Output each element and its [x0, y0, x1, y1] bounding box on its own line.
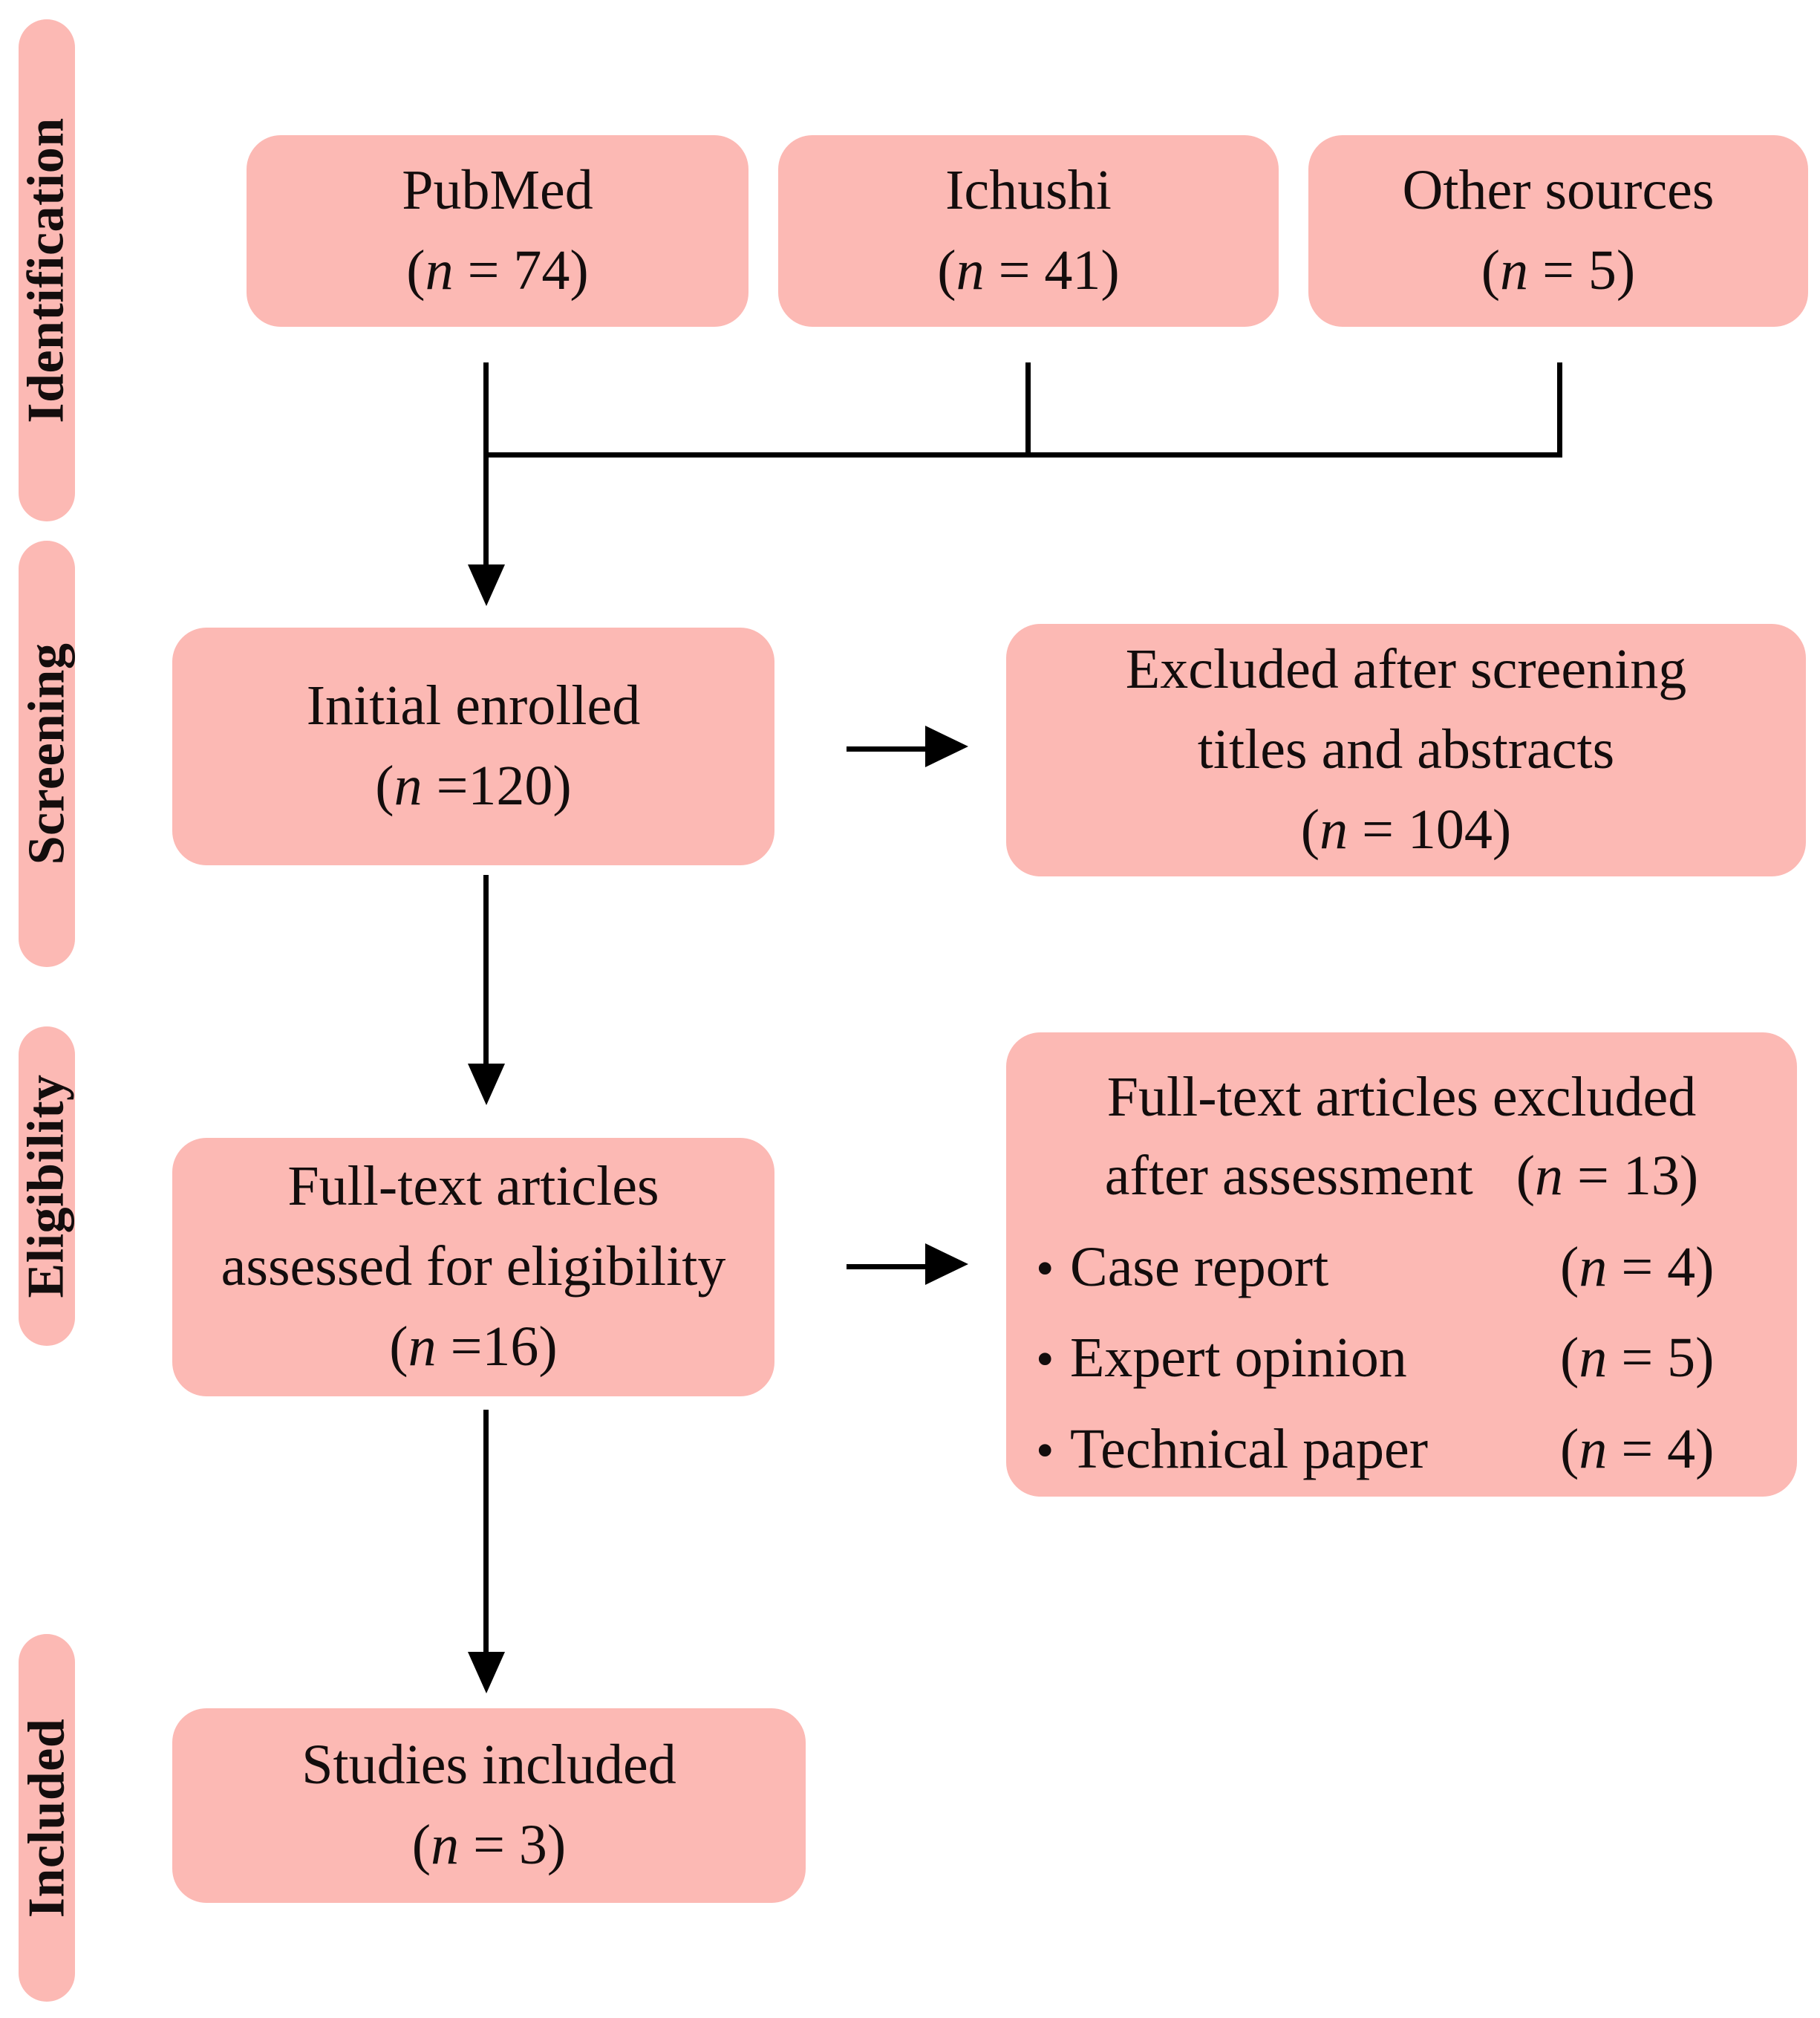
fulltext-excluded-line2-row: after assessment (n = 13): [1036, 1136, 1767, 1215]
excluded-reason-item: • Technical paper (n = 4): [1036, 1410, 1767, 1488]
bullet-icon: •: [1036, 1240, 1054, 1298]
connector-stub-pubmed: [483, 362, 489, 458]
connector-stub-ichushi: [1025, 362, 1031, 458]
excluded-reason-item: • Expert opinion (n = 5): [1036, 1318, 1767, 1397]
source-pubmed-count: (n = 74): [406, 239, 589, 302]
bullet-icon: •: [1036, 1422, 1054, 1480]
fulltext-excluded-heading: Full-text articles excluded after assess…: [1036, 1058, 1767, 1216]
fulltext-assessed-count: (n =16): [389, 1315, 558, 1378]
source-box-ichushi: Ichushi (n = 41): [778, 135, 1279, 327]
excluded-reason-count: (n = 4): [1560, 1235, 1715, 1298]
fulltext-assessed-line1: Full-text articles: [287, 1155, 659, 1218]
arrow-screening-to-eligibility: [468, 1064, 505, 1105]
excluded-reason-label: Technical paper: [1070, 1417, 1429, 1480]
excluded-screening-count: (n = 104): [1300, 798, 1512, 861]
stage-label-identification: Identification: [18, 19, 76, 521]
studies-included-label: Studies included: [301, 1734, 676, 1797]
arrow-eligibility-to-included: [468, 1652, 505, 1693]
studies-included-count: (n = 3): [411, 1814, 567, 1876]
stage-label-identification-text: Identification: [18, 117, 76, 423]
source-other-count: (n = 5): [1481, 239, 1636, 302]
fulltext-excluded-line1: Full-text articles excluded: [1106, 1066, 1697, 1128]
stage-label-included: Included: [18, 1634, 75, 2002]
stage-label-eligibility: Eligibility: [18, 1026, 75, 1346]
stage-label-eligibility-text: Eligibility: [18, 1074, 75, 1298]
stage-label-included-text: Included: [18, 1718, 75, 1918]
excluded-reason-label: Case report: [1070, 1235, 1329, 1298]
arrow-identification-to-screening: [468, 564, 505, 606]
source-box-pubmed: PubMed (n = 74): [247, 135, 748, 327]
source-ichushi-name: Ichushi: [945, 159, 1112, 222]
box-initial-enrolled: Initial enrolled (n =120): [172, 628, 774, 865]
excluded-reason-count: (n = 4): [1560, 1417, 1715, 1480]
fulltext-excluded-total-count: (n = 13): [1516, 1145, 1699, 1208]
initial-enrolled-count: (n =120): [375, 755, 572, 817]
bullet-icon: •: [1036, 1331, 1054, 1389]
stage-label-screening-text: Screening: [18, 642, 76, 865]
fulltext-assessed-line2: assessed for eligibility: [221, 1235, 726, 1298]
box-studies-included: Studies included (n = 3): [172, 1708, 806, 1903]
arrow-screening-excluded-line: [847, 746, 927, 752]
connector-stub-other-sources: [1557, 362, 1562, 458]
excluded-reason-item: • Case report (n = 4): [1036, 1228, 1767, 1306]
connector-screening-to-eligibility-line: [483, 875, 489, 1067]
excluded-screening-line1: Excluded after screening: [1125, 638, 1687, 701]
connector-merge-down-line: [483, 452, 489, 567]
arrow-eligibility-to-excluded: [925, 1243, 968, 1285]
box-fulltext-assessed: Full-text articles assessed for eligibil…: [172, 1138, 774, 1396]
fulltext-excluded-line2: after assessment: [1104, 1145, 1473, 1208]
excluded-reason-count: (n = 5): [1560, 1327, 1715, 1390]
source-other-name: Other sources: [1402, 159, 1715, 222]
excluded-reasons-list: • Case report (n = 4) • Expert opinion (…: [1036, 1228, 1767, 1488]
box-fulltext-excluded-details: Full-text articles excluded after assess…: [1006, 1032, 1797, 1497]
stage-label-screening: Screening: [18, 541, 76, 967]
box-excluded-after-screening: Excluded after screening titles and abst…: [1006, 624, 1806, 876]
arrow-screening-to-excluded: [925, 726, 968, 767]
initial-enrolled-label: Initial enrolled: [306, 674, 641, 738]
source-ichushi-count: (n = 41): [937, 239, 1120, 302]
source-box-other-sources: Other sources (n = 5): [1308, 135, 1808, 327]
connector-merge-bar: [483, 452, 1562, 458]
arrow-eligibility-excluded-line: [847, 1264, 927, 1269]
excluded-screening-line2: titles and abstracts: [1197, 718, 1615, 781]
source-pubmed-name: PubMed: [402, 159, 593, 222]
connector-eligibility-to-included-line: [483, 1410, 489, 1655]
excluded-reason-label: Expert opinion: [1070, 1327, 1407, 1390]
